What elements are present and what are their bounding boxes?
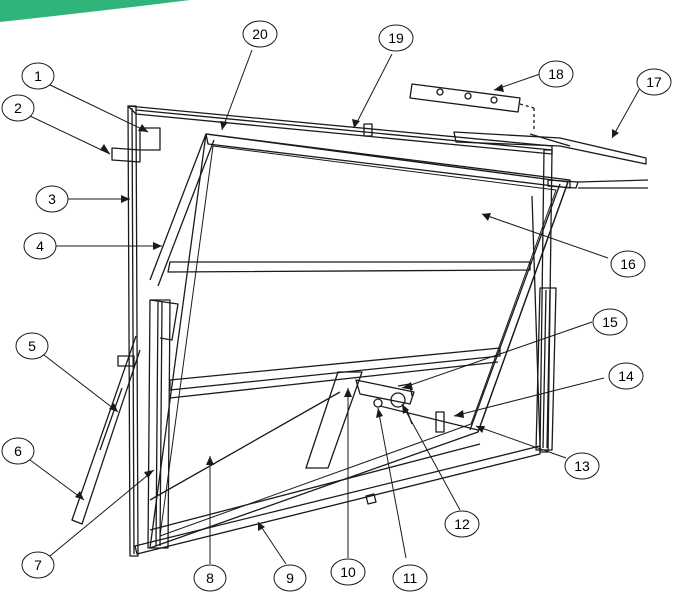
top-left-bracket xyxy=(139,127,161,151)
svg-text:17: 17 xyxy=(646,74,662,90)
callout-17: 17 xyxy=(636,68,672,96)
callout-20: 20 xyxy=(242,20,278,48)
callout-18: 18 xyxy=(538,60,574,88)
mounting-plate xyxy=(409,83,521,113)
callout-19: 19 xyxy=(378,24,414,52)
leader-lines xyxy=(29,49,641,565)
horizontal-track xyxy=(453,131,647,165)
callout-13: 13 xyxy=(564,452,600,480)
callout-labels: 1 2 3 4 5 6 7 8 9 10 11 12 13 14 15 16 1… xyxy=(1,20,672,592)
svg-text:2: 2 xyxy=(14,100,22,116)
callout-9: 9 xyxy=(273,564,307,592)
svg-text:14: 14 xyxy=(618,368,634,384)
svg-text:7: 7 xyxy=(34,557,42,573)
svg-text:20: 20 xyxy=(252,26,268,42)
lift-cable-left xyxy=(149,391,341,501)
svg-text:3: 3 xyxy=(48,191,56,207)
callout-6: 6 xyxy=(1,437,35,465)
right-spring-assembly xyxy=(535,287,557,451)
svg-text:5: 5 xyxy=(28,338,36,354)
callout-16: 16 xyxy=(610,250,646,278)
callout-5: 5 xyxy=(15,332,49,360)
track-corner-bracket xyxy=(547,179,579,189)
leader-arrowheads xyxy=(75,84,619,531)
svg-text:11: 11 xyxy=(403,570,418,586)
callout-15: 15 xyxy=(592,308,628,336)
door-bottom-rail xyxy=(134,445,541,555)
callout-12: 12 xyxy=(444,510,480,538)
side-mount-bracket xyxy=(111,147,141,163)
svg-text:10: 10 xyxy=(340,564,356,580)
callout-3: 3 xyxy=(35,185,69,213)
svg-text:8: 8 xyxy=(206,570,214,586)
svg-text:19: 19 xyxy=(388,30,404,46)
svg-text:6: 6 xyxy=(14,443,22,459)
door-mid-rail xyxy=(167,261,531,273)
callout-1: 1 xyxy=(21,62,55,90)
locking-bar xyxy=(305,371,363,469)
left-counterbalance-arm xyxy=(71,335,141,525)
corner-accent-shape xyxy=(0,0,190,22)
callout-7: 7 xyxy=(21,551,55,579)
callout-4: 4 xyxy=(23,232,57,260)
callout-11: 11 xyxy=(392,564,428,592)
svg-text:4: 4 xyxy=(36,238,44,254)
svg-text:9: 9 xyxy=(286,570,294,586)
lock-mechanism xyxy=(355,379,415,405)
svg-text:1: 1 xyxy=(34,68,42,84)
svg-text:13: 13 xyxy=(574,458,590,474)
svg-text:16: 16 xyxy=(620,256,636,272)
door-assembly-drawing xyxy=(71,83,649,557)
left-spring-assembly xyxy=(147,299,171,549)
callout-8: 8 xyxy=(193,564,227,592)
svg-text:18: 18 xyxy=(548,66,564,82)
lift-cable-right xyxy=(379,405,479,431)
callout-2: 2 xyxy=(1,94,35,122)
callout-10: 10 xyxy=(330,558,366,586)
svg-text:15: 15 xyxy=(602,314,618,330)
door-lower-rail xyxy=(169,347,501,391)
callout-14: 14 xyxy=(608,362,644,390)
door-panel-frame xyxy=(149,133,569,549)
svg-text:12: 12 xyxy=(454,516,470,532)
